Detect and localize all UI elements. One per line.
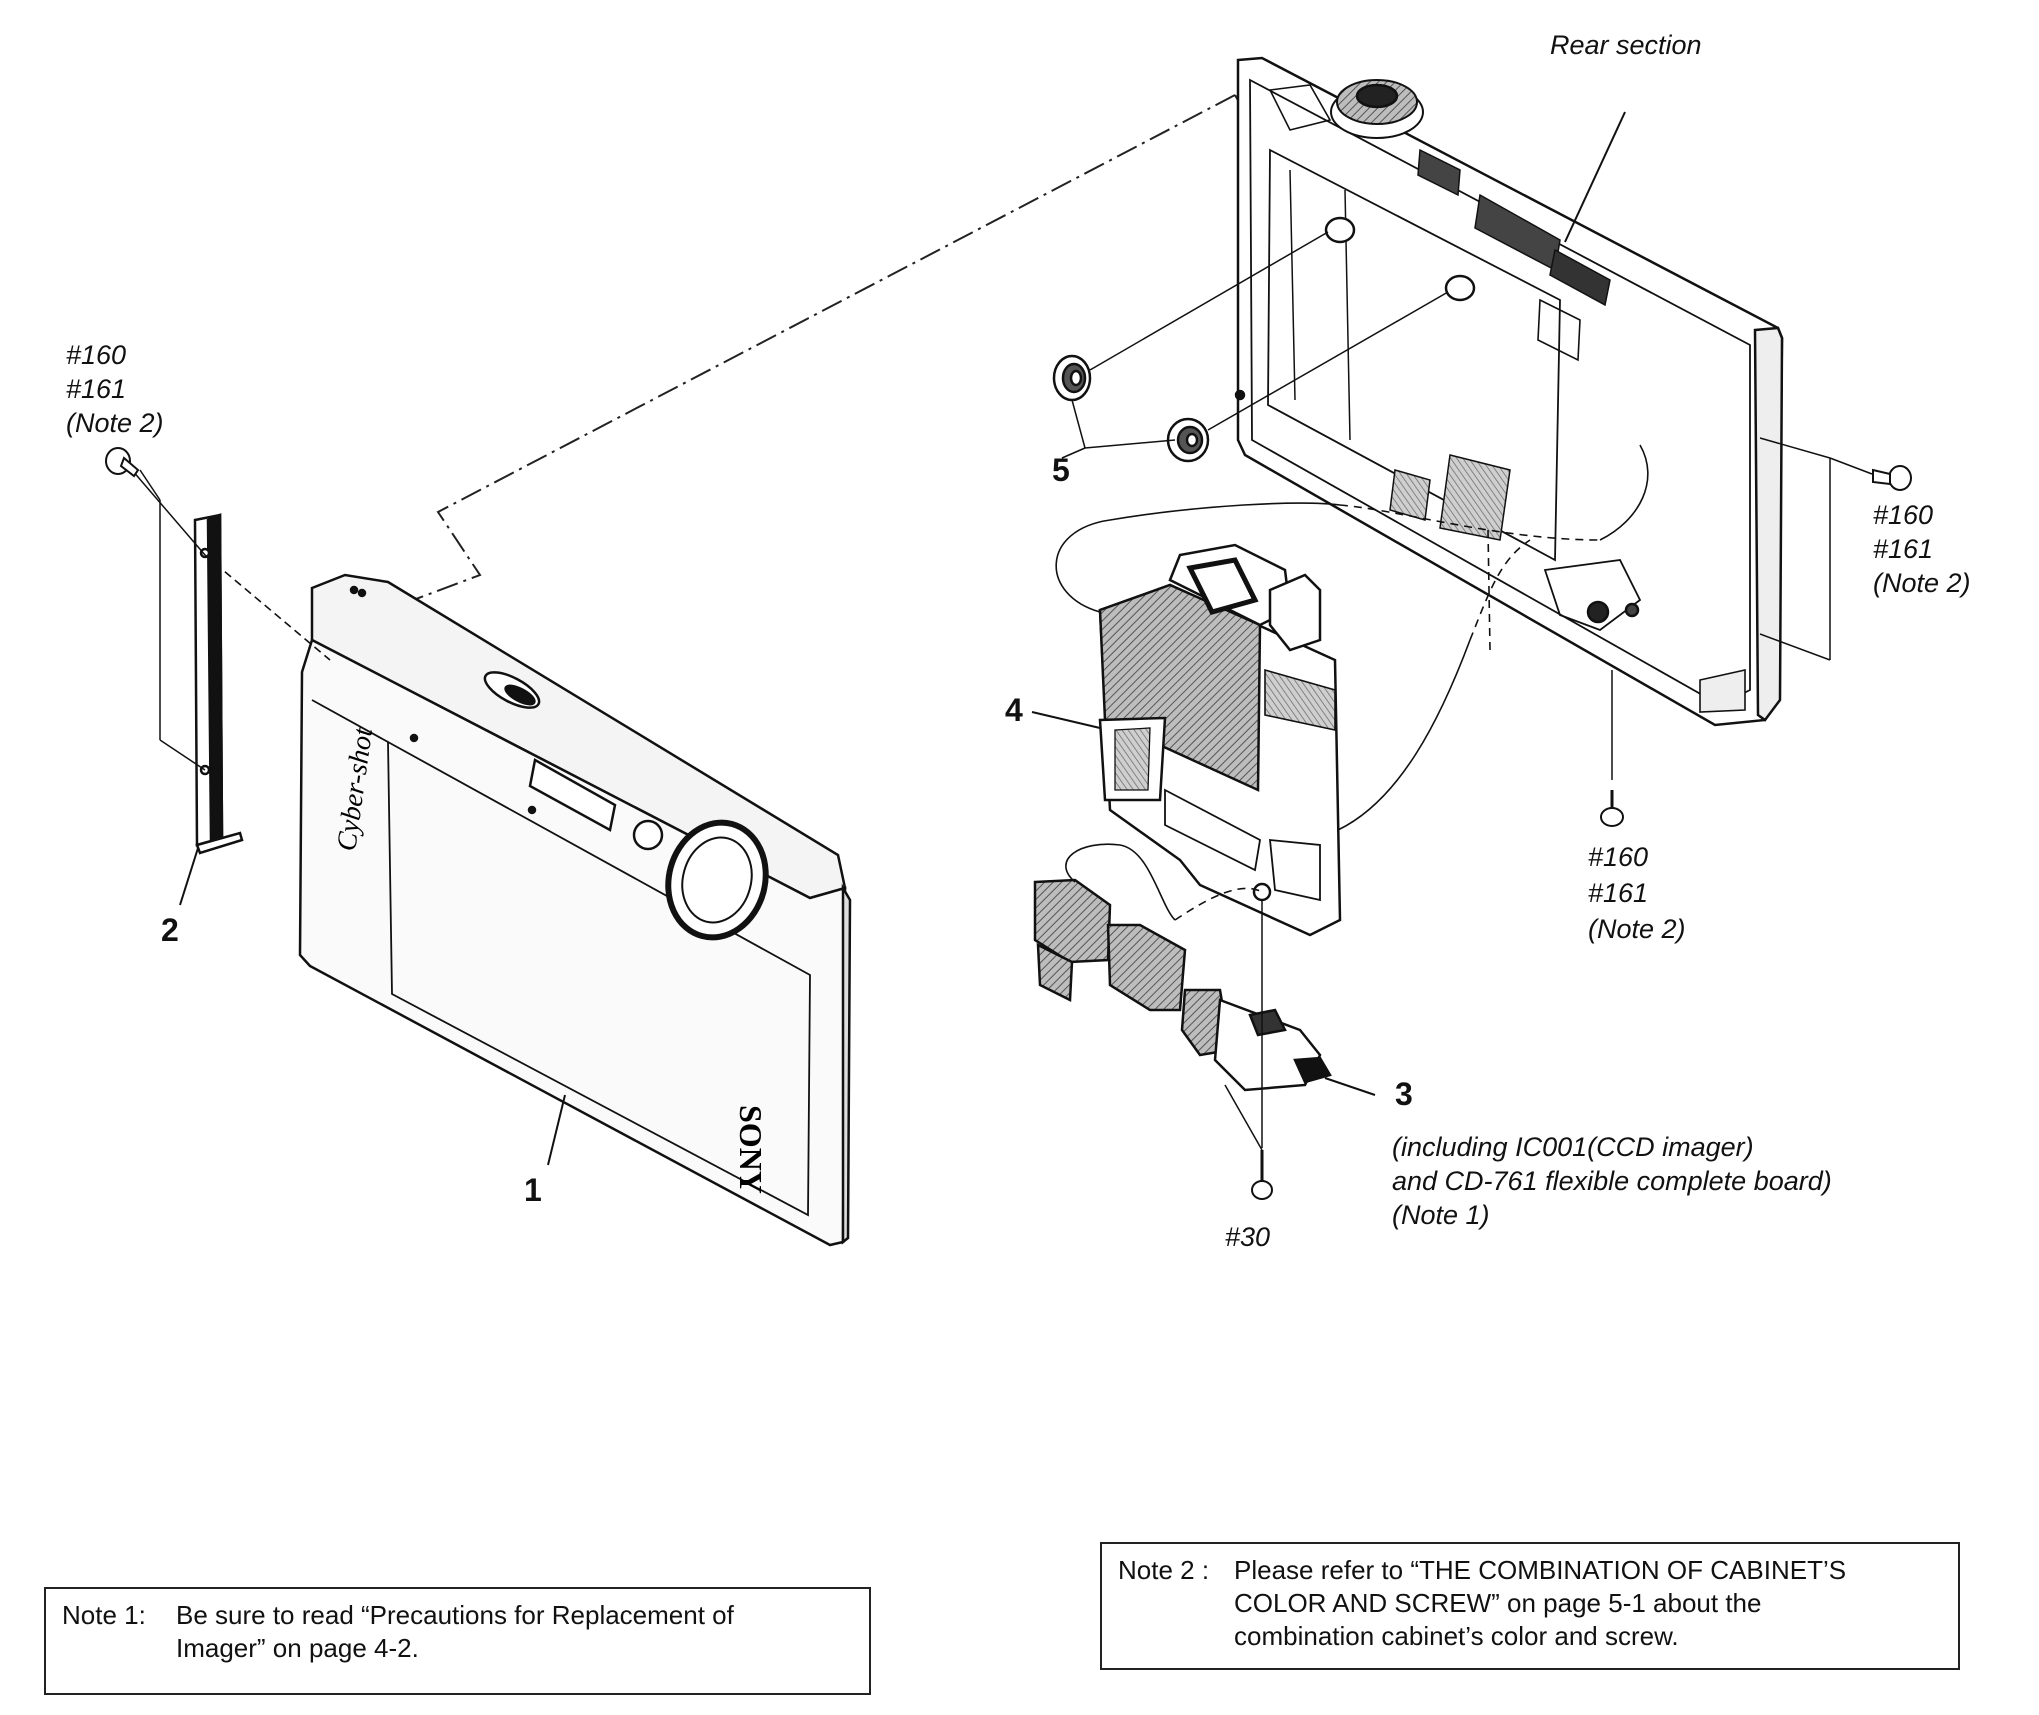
front-cabinet-part-1	[298, 573, 852, 1247]
screw-right-label-160: #160	[1873, 500, 1934, 530]
note-1-line-1: Be sure to read “Precautions for Replace…	[176, 1600, 734, 1630]
rear-section-hatched-detail	[1389, 454, 1511, 541]
screw-top-left-label-160: #160	[66, 340, 127, 370]
part-number-3: 3	[1395, 1076, 1413, 1112]
rear-section-label: Rear section	[1550, 30, 1702, 60]
screw-bottom-label-161: #161	[1588, 878, 1649, 908]
flex-loop-lines	[1055, 444, 1649, 831]
screw-30-label: #30	[1225, 1222, 1271, 1252]
rear-section-frame	[1234, 56, 1784, 727]
side-cover-dashed	[204, 554, 331, 661]
side-cover-guide-lines	[131, 469, 206, 771]
note-1-label: Note 1:	[62, 1600, 146, 1630]
screw-right-guides	[1759, 437, 1873, 661]
leader-part-4	[1031, 711, 1101, 729]
screw-bottom-label-note: (Note 2)	[1588, 914, 1686, 944]
alignment-dashdot-line	[399, 94, 1249, 606]
part-number-2: 2	[161, 912, 179, 948]
screw-right-icon	[1872, 465, 1912, 491]
part-number-5: 5	[1052, 452, 1070, 488]
ccd-board-loop	[1065, 843, 1176, 921]
note-2-line-3: combination cabinet’s color and screw.	[1234, 1621, 1679, 1651]
screw-right-label-note: (Note 2)	[1873, 568, 1971, 598]
screw-30-icon	[1251, 1150, 1273, 1200]
note-1-line-2: Imager” on page 4-2.	[176, 1633, 419, 1663]
ccd-board-dashed	[1174, 887, 1263, 921]
screw-top-left-label-161: #161	[66, 374, 127, 404]
leader-part-3	[1324, 1077, 1376, 1096]
screw-30-guides	[1224, 900, 1263, 1151]
note-1-box: Note 1: Be sure to read “Precautions for…	[44, 1587, 871, 1695]
washer-part-5-b	[1166, 417, 1210, 463]
leader-rear-section	[1564, 111, 1626, 243]
brand-logo: SONY	[733, 1105, 769, 1194]
screw-bottom-icon	[1600, 790, 1624, 827]
screw-top-left-icon	[105, 447, 140, 478]
screw-bottom-label-160: #160	[1588, 842, 1649, 872]
flex-loop-dashed	[1339, 504, 1601, 651]
part-3-desc-line-3: (Note 1)	[1392, 1200, 1490, 1230]
part-number-4: 4	[1005, 692, 1023, 728]
washer-guides	[1061, 231, 1449, 459]
leader-part-1	[547, 1094, 566, 1166]
note-2-label: Note 2 :	[1118, 1555, 1210, 1585]
part-number-1: 1	[524, 1172, 542, 1208]
part-3-desc-line-2: and CD-761 flexible complete board)	[1392, 1166, 1832, 1196]
lens-block-part-4	[1098, 543, 1342, 937]
note-2-box: Note 2 : Please refer to “THE COMBINATIO…	[1100, 1542, 1960, 1670]
part-3-desc-line-1: (including IC001(CCD imager)	[1392, 1132, 1754, 1162]
side-cover-part-2	[193, 513, 244, 855]
screw-top-left-label-note: (Note 2)	[66, 408, 164, 438]
leader-part-2	[179, 847, 199, 906]
note-2-line-2: COLOR AND SCREW” on page 5-1 about the	[1234, 1588, 1762, 1618]
screw-right-label-161: #161	[1873, 534, 1934, 564]
washer-part-5-a	[1052, 354, 1092, 402]
ccd-board-part-3	[1033, 878, 1332, 1092]
note-2-line-1: Please refer to “THE COMBINATION OF CABI…	[1234, 1555, 1847, 1585]
